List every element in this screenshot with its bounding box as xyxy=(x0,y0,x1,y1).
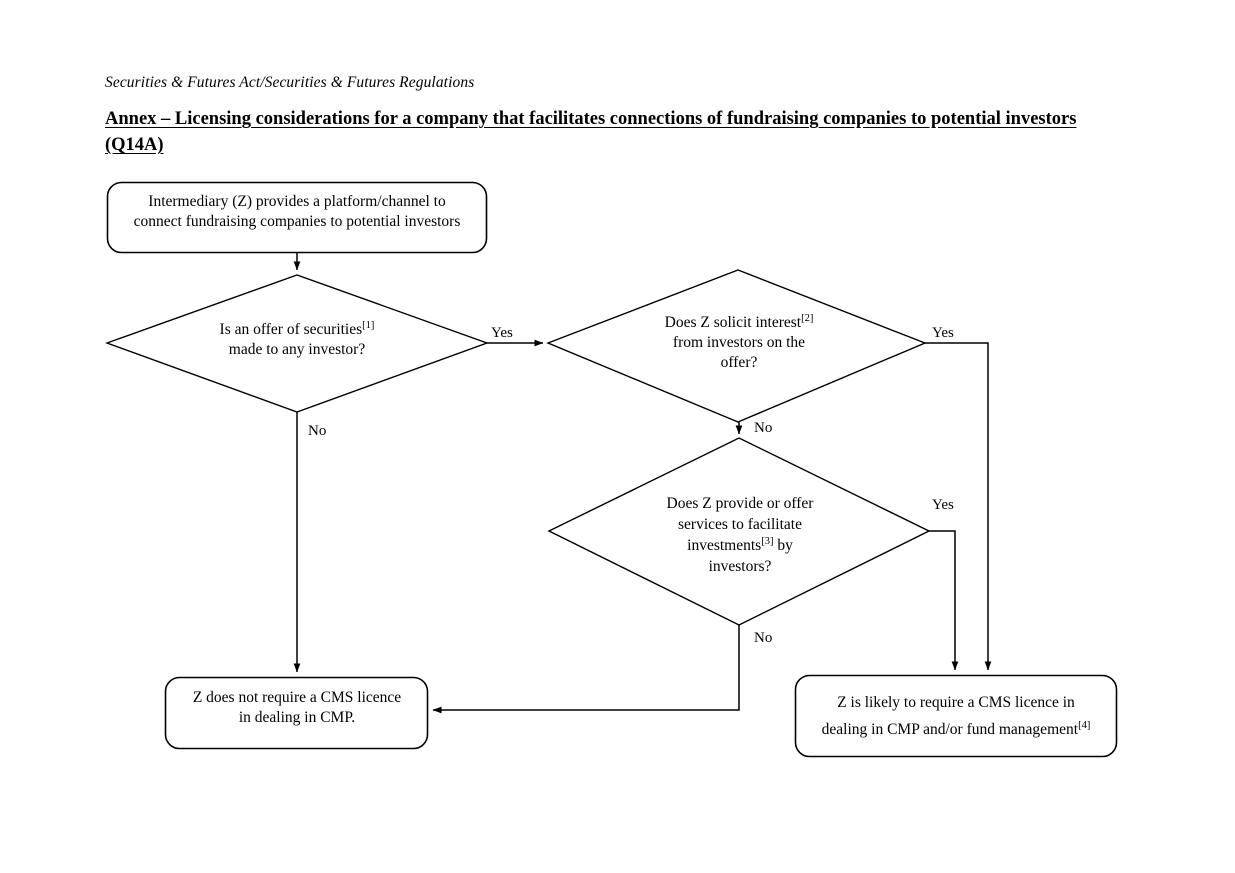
node-q1-shape xyxy=(104,274,490,413)
edge-q2-yes-to-outcome xyxy=(925,342,992,671)
node-start-shape xyxy=(106,181,488,254)
edge-q3-no-to-outcome xyxy=(432,625,740,714)
edge-label-q3-no: No xyxy=(754,630,773,646)
edge-label-q1-no: No xyxy=(308,423,327,439)
node-q2-shape xyxy=(546,269,927,423)
edge-label-q3-yes: Yes xyxy=(932,497,954,513)
page-title: Annex – Licensing considerations for a c… xyxy=(105,109,1077,155)
edge-label-q2-yes: Yes xyxy=(932,325,954,341)
edge-q3-yes-to-outcome xyxy=(929,530,959,671)
node-q3-shape xyxy=(547,437,931,626)
document-subtitle: Securities & Futures Act/Securities & Fu… xyxy=(105,74,475,91)
edge-label-q2-no: No xyxy=(754,420,773,436)
edge-label-q1-yes: Yes xyxy=(491,325,513,341)
node-outcome-licence-shape xyxy=(794,674,1118,758)
node-outcome-no-licence-shape xyxy=(164,676,429,750)
